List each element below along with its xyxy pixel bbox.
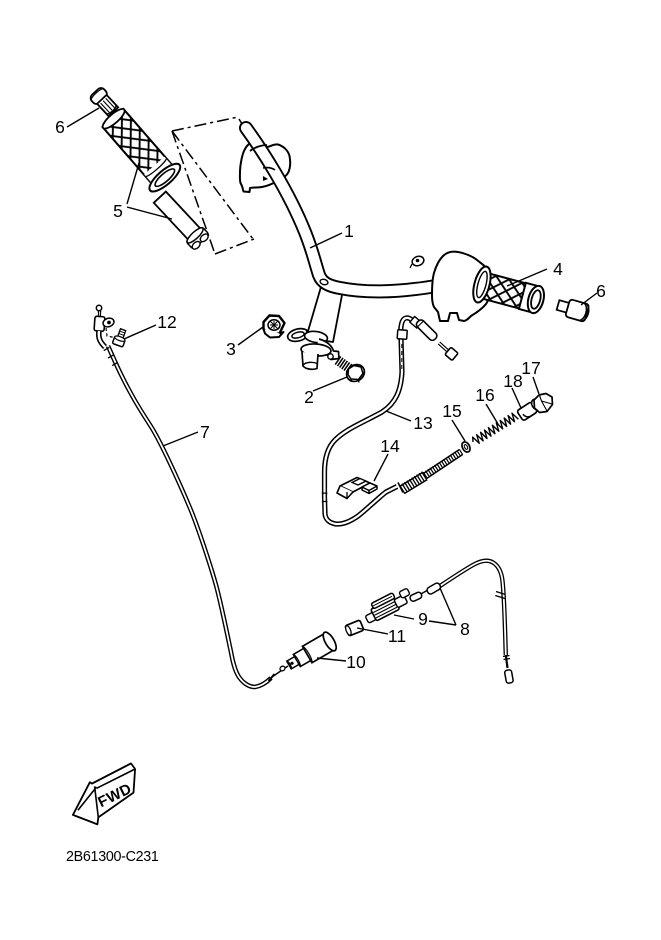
svg-text:6: 6 [596,281,606,301]
svg-text:18: 18 [503,371,522,391]
svg-text:7: 7 [200,422,210,442]
svg-text:8: 8 [460,619,470,639]
svg-text:17: 17 [521,358,540,378]
svg-text:16: 16 [475,385,494,405]
svg-text:6: 6 [55,117,65,137]
svg-text:11: 11 [388,626,406,646]
svg-text:3: 3 [226,339,236,359]
svg-text:1: 1 [344,221,354,241]
svg-text:9: 9 [418,609,428,629]
svg-text:2B61300-C231: 2B61300-C231 [66,849,159,865]
svg-text:12: 12 [157,312,176,332]
svg-text:4: 4 [553,259,563,279]
svg-text:15: 15 [442,401,461,421]
svg-text:14: 14 [380,436,400,456]
svg-text:5: 5 [113,201,123,221]
svg-text:2: 2 [304,387,314,407]
svg-text:10: 10 [346,652,366,672]
svg-text:13: 13 [413,413,432,433]
